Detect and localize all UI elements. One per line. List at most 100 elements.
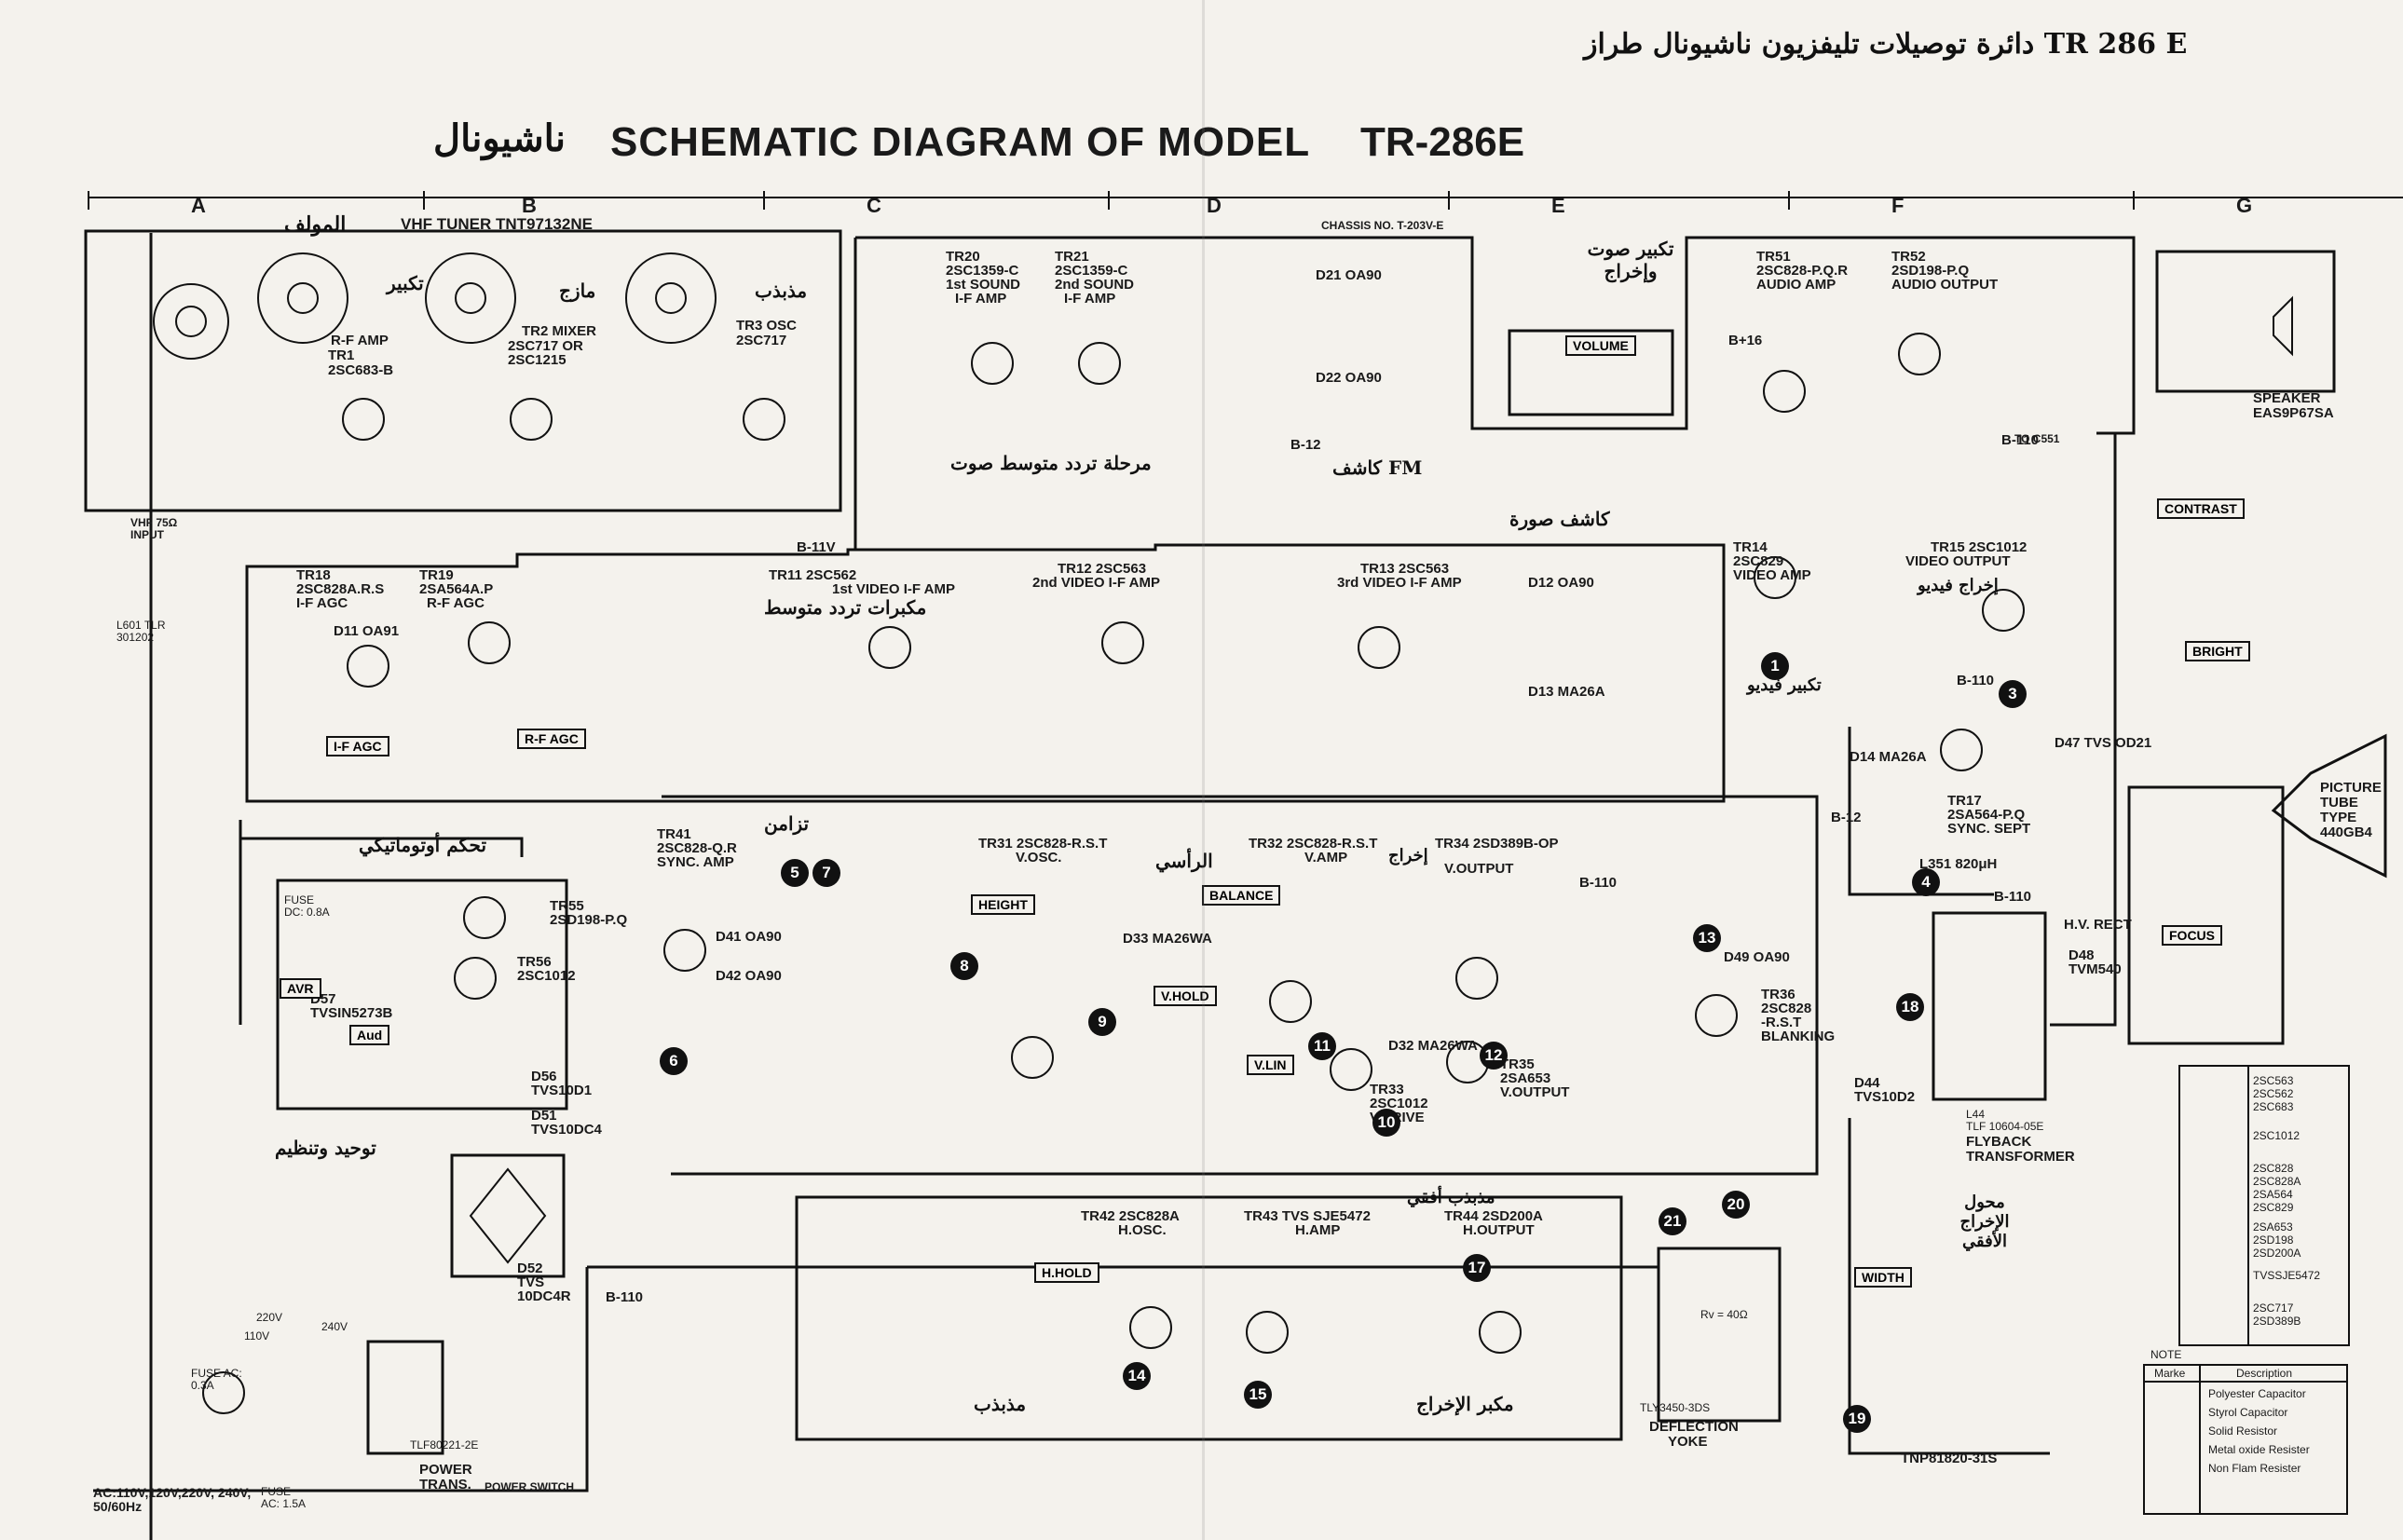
d11-label: D11 OA91 [334,623,400,639]
v-hold-control[interactable]: V.HOLD [1154,986,1217,1006]
column-b: B [522,194,537,217]
flyback-ref: L44 [1966,1108,1986,1121]
tr42-desc: H.OSC. [1118,1222,1167,1238]
tr14-name: TR14 [1733,539,1768,555]
d52-label: D52 [517,1261,543,1276]
tr20-part: 2SC1359-C [946,263,1019,279]
balance-control[interactable]: BALANCE [1202,885,1281,906]
d32-label: D32 MA26WA [1388,1038,1478,1054]
tuner-coil [257,252,348,344]
rail-b110-power: B-110 [606,1289,644,1305]
tr13-name: TR13 2SC563 [1360,561,1450,577]
tr36-name: TR36 [1761,987,1795,1002]
power-trans-label: POWER [419,1462,472,1478]
d47-label: D47 TVS OD21 [2055,735,2152,751]
yoke-label: DEFLECTION [1649,1419,1739,1435]
d52-part-2: 10DC4R [517,1288,571,1304]
transistor-symbol [743,398,785,441]
marker-13: 13 [1693,924,1721,952]
sync-arabic: تزامن [764,812,810,835]
power-plug-icon [202,1371,245,1414]
tr3-part: 2SC717 [736,333,787,348]
horizontal-panel-border [795,1195,1623,1441]
rail-b-plus: B+16 [1728,333,1763,348]
bright-control[interactable]: BRIGHT [2185,641,2250,661]
tube-type-label: TYPE [2320,810,2357,825]
fm-detector-arabic: كاشف FM [1332,457,1423,479]
tuner-box [84,229,842,512]
aud-control[interactable]: Aud [349,1025,390,1045]
marker-18: 18 [1896,993,1924,1021]
speaker-icon [2273,295,2293,357]
d12-label: D12 OA90 [1528,575,1594,591]
sound-if-arabic: مرحلة تردد متوسط صوت [950,452,1152,474]
width-control[interactable]: WIDTH [1854,1267,1912,1288]
d48-part: TVM540 [2068,961,2122,977]
tt-row4-b: 2SD198 [2253,1233,2294,1247]
vertical-arabic: الرأسي [1155,850,1213,872]
tr12-desc: 2nd VIDEO I-F AMP [1032,575,1160,591]
transistor-symbol [468,621,511,664]
tr44-desc: H.OUTPUT [1463,1222,1535,1238]
volume-control[interactable]: VOLUME [1565,335,1636,356]
tt-row6-a: 2SC717 [2253,1302,2294,1315]
rail-b110-video: B-110 [1957,673,1995,688]
tr1-name: TR1 [328,348,355,363]
if-agc-control[interactable]: I-F AGC [326,736,389,756]
h-hold-control[interactable]: H.HOLD [1034,1262,1099,1283]
column-d: D [1207,194,1222,217]
h-amp-arabic: مكبر الإخراج [1416,1393,1514,1415]
tt-row3-d: 2SC829 [2253,1201,2294,1214]
tr19-desc: R-F AGC [427,595,485,611]
hv-bus [1848,727,2050,1455]
transistor-symbol [868,626,911,669]
h-osc-arabic: مذبذب أفقي [1407,1188,1495,1207]
tt-row3-c: 2SA564 [2253,1188,2293,1201]
tuner-coil-core [455,282,486,314]
tr21-stage: 2nd SOUND [1055,277,1135,293]
transistor-symbol [1358,626,1400,669]
deflection-yoke-box [1657,1247,1782,1423]
volt-110: 110V [244,1329,270,1342]
tr19-name: TR19 [419,567,454,583]
marker-3: 3 [1999,680,2027,708]
d52-part: TVS [517,1274,545,1290]
marker-20: 20 [1722,1191,1750,1219]
tr12-name: TR12 2SC563 [1058,561,1147,577]
model-number: TR-286E [1360,119,1525,165]
tr18-name: TR18 [296,567,331,583]
tr43-name: TR43 TVS SJE5472 [1244,1208,1371,1224]
tr2-arabic: مازج [559,279,596,302]
v-lin-control[interactable]: V.LIN [1247,1055,1294,1075]
picture-tube-symbol [2271,733,2387,879]
transistor-symbol [1330,1048,1372,1091]
column-e: E [1551,194,1565,217]
tr21-part: 2SC1359-C [1055,263,1128,279]
transistor-symbol [1011,1036,1054,1079]
video-if-box [245,543,1726,803]
power-transformer-box [366,1340,444,1455]
agc-bus [239,820,524,1025]
rf-agc-control[interactable]: R-F AGC [517,729,586,749]
tr1-arabic: تكبير [387,272,424,294]
marker-5: 5 [781,859,809,887]
tr18-part: 2SC828A.R.S [296,581,385,597]
note-row-1: Polyester Capacitor [2208,1387,2306,1400]
tt-row3-b: 2SC828A [2253,1175,2301,1188]
transistor-symbol [1479,1311,1522,1354]
focus-control[interactable]: FOCUS [2162,925,2222,946]
d42-label: D42 OA90 [716,968,782,984]
transistor-symbol [454,957,497,1000]
height-control[interactable]: HEIGHT [971,894,1035,915]
d51-label: D51 [531,1108,557,1124]
d33-label: D33 MA26WA [1123,931,1212,947]
contrast-control[interactable]: CONTRAST [2157,498,2245,519]
rail-b12-sound: B-12 [1290,437,1321,453]
tr51-part: 2SC828-P.Q.R [1756,263,1849,279]
fuse-dc: FUSE DC: 0.8A [284,893,330,919]
tr35-name: TR35 [1500,1056,1535,1072]
tt-row1-a: 2SC563 [2253,1074,2294,1087]
d41-label: D41 OA90 [716,929,782,945]
avr-control[interactable]: AVR [280,978,321,999]
volume-box [1508,329,1674,416]
